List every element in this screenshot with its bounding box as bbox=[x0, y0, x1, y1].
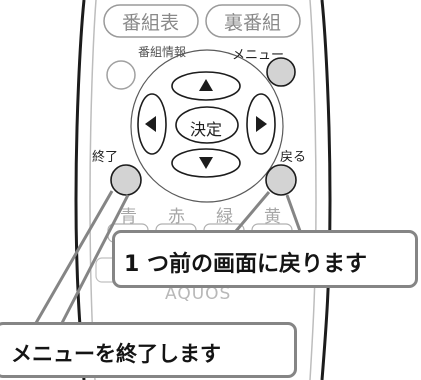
left-icon bbox=[145, 116, 156, 132]
remote-right-edge bbox=[320, 0, 332, 380]
red-key-label: 赤 bbox=[168, 207, 185, 227]
green-key-label: 緑 bbox=[216, 207, 233, 227]
enter-button bbox=[175, 106, 239, 144]
blue-key-label: 青 bbox=[120, 207, 137, 227]
back-pointer-line-2 bbox=[285, 194, 302, 232]
menu-button bbox=[266, 57, 296, 87]
exit-button bbox=[110, 164, 142, 196]
exit-callout: メニューを終了します bbox=[0, 322, 297, 378]
exit-label: 終了 bbox=[92, 150, 119, 165]
yellow-key-label: 黄 bbox=[264, 207, 281, 227]
up-icon bbox=[199, 79, 213, 91]
back-pointer-line bbox=[234, 191, 271, 232]
remote-right-edge-inner bbox=[309, 0, 317, 380]
exit-pointer-line-2 bbox=[60, 194, 130, 324]
program-info-label: 番組情報 bbox=[138, 45, 187, 59]
program-guide-button bbox=[103, 4, 199, 38]
back-program-label: 裏番組 bbox=[224, 12, 282, 34]
back-callout: 1 つ前の画面に戻ります bbox=[112, 230, 418, 288]
down-icon bbox=[199, 157, 213, 169]
back-button bbox=[265, 164, 297, 196]
program-info-button bbox=[106, 60, 136, 90]
menu-label: メニュー bbox=[232, 48, 285, 63]
brand-logo: AQUOS bbox=[165, 284, 232, 304]
back-program-button bbox=[205, 4, 301, 38]
right-icon bbox=[256, 116, 267, 132]
exit-pointer-line bbox=[34, 190, 114, 324]
program-guide-label: 番組表 bbox=[122, 12, 180, 34]
enter-label: 決定 bbox=[190, 120, 223, 139]
back-label: 戻る bbox=[280, 150, 307, 165]
